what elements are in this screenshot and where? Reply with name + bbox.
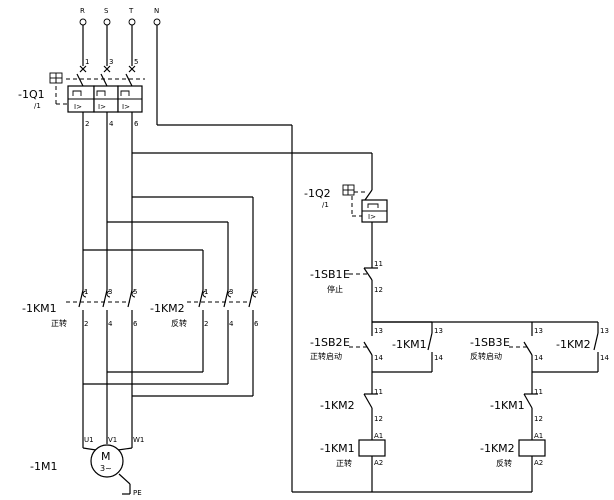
sb2-t13: 13 [374, 327, 383, 335]
km2-main-label: -1KM2 [150, 302, 185, 315]
q1-term-4: 4 [109, 120, 114, 128]
km1-hold-t14: 14 [434, 354, 443, 362]
motor-w1: W1 [133, 436, 144, 444]
reverse-start-branch: 13 14 -1SB3 E 反转启动 13 14 -1KM2 11 12 -1K… [470, 327, 609, 468]
sb1-t12: 12 [374, 286, 383, 294]
coil2-label: -1KM2 [480, 442, 515, 455]
terminal-s [103, 18, 111, 26]
coil2-caption: 反转 [496, 458, 512, 468]
label-t: T [128, 7, 134, 15]
coil2-a1: A1 [534, 432, 543, 440]
km2-t2: 2 [204, 320, 208, 328]
km1-t4: 4 [108, 320, 113, 328]
motor-1m1: M 3~ U1 V1 W1 -1M1 PE [30, 432, 144, 497]
km1-inter-t11: 11 [534, 388, 543, 396]
km2-t1: 1 [204, 288, 208, 296]
q1-term-6: 6 [134, 120, 139, 128]
km1-inter-label: -1KM1 [490, 399, 525, 412]
km2-t3: 3 [229, 288, 233, 296]
km1-t3: 3 [108, 288, 112, 296]
q1-term-2: 2 [85, 120, 89, 128]
km1-hold-label: -1KM1 [392, 338, 427, 351]
coil1-caption: 正转 [336, 458, 352, 468]
sb2-caption: 正转启动 [310, 351, 342, 361]
km2-t6: 6 [254, 320, 259, 328]
km2-t4: 4 [229, 320, 234, 328]
sb2-label: -1SB2 [310, 336, 343, 349]
motor-symbol: M [101, 450, 111, 463]
sb3-t13: 13 [534, 327, 543, 335]
sb3-label: -1SB3 [470, 336, 503, 349]
km1-t2: 2 [84, 320, 88, 328]
sb1-label: -1SB1 [310, 268, 343, 281]
km2-inter-label: -1KM2 [320, 399, 355, 412]
km2-inter-t12: 12 [374, 415, 383, 423]
stop-button-sb1: 11 12 -1SB1 E 停止 [310, 260, 383, 322]
motor-icon [90, 444, 124, 478]
breaker-1q2: I> -1Q2 /1 [304, 184, 388, 262]
km2-t5: 5 [254, 288, 258, 296]
supply-terminals: R S T N [79, 7, 161, 26]
q2-label: -1Q2 [304, 187, 331, 200]
km1-t5: 5 [133, 288, 137, 296]
km1-t6: 6 [133, 320, 138, 328]
q1-sheet: /1 [34, 102, 41, 110]
coil1-a2: A2 [374, 459, 383, 467]
km1-inter-t12: 12 [534, 415, 543, 423]
label-n: N [154, 7, 159, 15]
coil1-label: -1KM1 [320, 442, 355, 455]
coil2-a2: A2 [534, 459, 543, 467]
q1-term-5: 5 [134, 58, 138, 66]
terminal-n [153, 18, 161, 26]
forward-start-branch: 13 14 -1SB2 E 正转启动 13 14 -1KM1 11 12 -1K… [310, 322, 443, 468]
q1-label: -1Q1 [18, 88, 45, 101]
sb3-t14: 14 [534, 354, 543, 362]
label-r: R [80, 7, 85, 15]
km1-main-caption: 正转 [51, 318, 67, 328]
q2-sheet: /1 [322, 201, 329, 209]
km2-hold-label: -1KM2 [556, 338, 591, 351]
km1-main-contacts: 1 3 5 2 4 6 -1KM1 正转 [22, 288, 138, 328]
km1-t1: 1 [84, 288, 88, 296]
sb2-t14: 14 [374, 354, 383, 362]
label-s: S [104, 7, 109, 15]
km2-inter-t11: 11 [374, 388, 383, 396]
control-wiring [292, 321, 599, 493]
sb1-caption: 停止 [327, 284, 343, 294]
terminal-r [79, 18, 87, 26]
q1-term-1: 1 [85, 58, 89, 66]
sb3-caption: 反转启动 [470, 351, 502, 361]
breaker-1q1: 1 3 5 I> I> I> 2 4 6 -1Q1 /1 [18, 25, 145, 128]
km2-main-caption: 反转 [171, 318, 187, 328]
sb1-t11: 11 [374, 260, 383, 268]
motor-v1: V1 [108, 436, 117, 444]
sb1-e: E [343, 268, 350, 281]
q1-trip-1: I> [74, 103, 82, 111]
pe-label: PE [133, 489, 142, 497]
coil-km2 [518, 439, 546, 457]
km1-main-label: -1KM1 [22, 302, 57, 315]
coil1-a1: A1 [374, 432, 383, 440]
power-wiring [82, 25, 373, 492]
q1-trip-3: I> [122, 103, 130, 111]
km2-hold-t13: 13 [600, 327, 609, 335]
coil-km1 [358, 439, 386, 457]
sb3-e: E [503, 336, 510, 349]
sb2-e: E [343, 336, 350, 349]
km1-hold-t13: 13 [434, 327, 443, 335]
km2-hold-t14: 14 [600, 354, 609, 362]
motor-label: -1M1 [30, 460, 57, 473]
terminal-t [128, 18, 136, 26]
motor-phase: 3~ [100, 464, 112, 473]
km2-main-contacts: 1 3 5 2 4 6 -1KM2 反转 [150, 288, 259, 328]
motor-u1: U1 [84, 436, 94, 444]
q1-trip-2: I> [98, 103, 106, 111]
q2-trip: I> [368, 213, 376, 221]
q1-term-3: 3 [109, 58, 113, 66]
